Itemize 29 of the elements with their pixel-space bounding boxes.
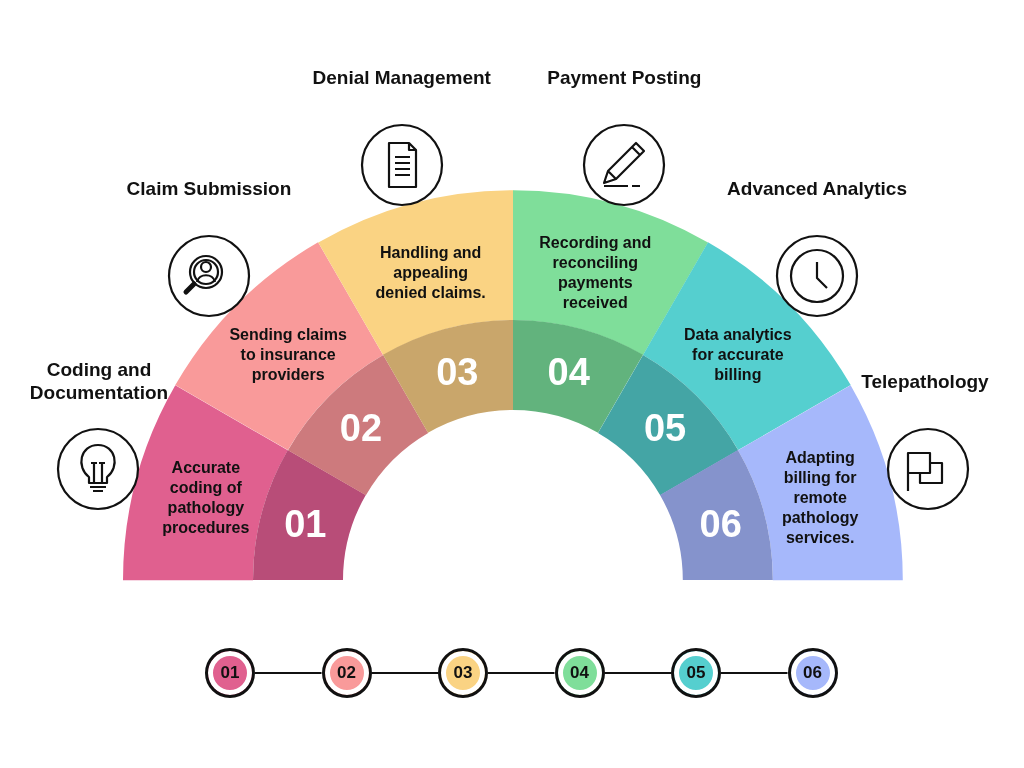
step-title: Coding and Documentation (28, 357, 170, 404)
step-number: 04 (547, 352, 590, 393)
step-marker: 06 (787, 648, 838, 698)
step-marker: 03 (438, 648, 488, 698)
step-title: Payment Posting (546, 65, 703, 89)
step-title: Advanced Analytics (726, 176, 908, 200)
connector-line (487, 672, 556, 674)
step-marker: 05 (671, 648, 721, 698)
step-number: 03 (436, 352, 479, 393)
step-description: Data analytics for accurate billing (683, 325, 793, 386)
step-description: Handling and appealing denied claims. (374, 242, 487, 303)
step-marker: 04 (554, 648, 605, 698)
step-description: Recording and reconciling payments received (538, 232, 653, 313)
step-marker: 01 (205, 648, 255, 698)
connector-line (370, 672, 439, 674)
step-title: Telepathology (860, 369, 990, 393)
step-number: 02 (339, 407, 383, 448)
step-number: 01 (284, 504, 327, 545)
step-description: Accurate coding of pathology procedures (161, 457, 251, 538)
step-description: Adapting billing for remote pathology services. (780, 447, 860, 548)
step-description: Sending claims to insurance providers (228, 325, 348, 386)
step-number: 05 (643, 407, 687, 448)
step-title: Claim Submission (125, 176, 293, 200)
connector-line (720, 672, 789, 674)
step-number: 06 (699, 504, 742, 545)
step-marker: 02 (321, 648, 372, 698)
connector-line (603, 672, 672, 674)
step-title: Denial Management (311, 65, 492, 89)
connector-line (254, 672, 323, 674)
